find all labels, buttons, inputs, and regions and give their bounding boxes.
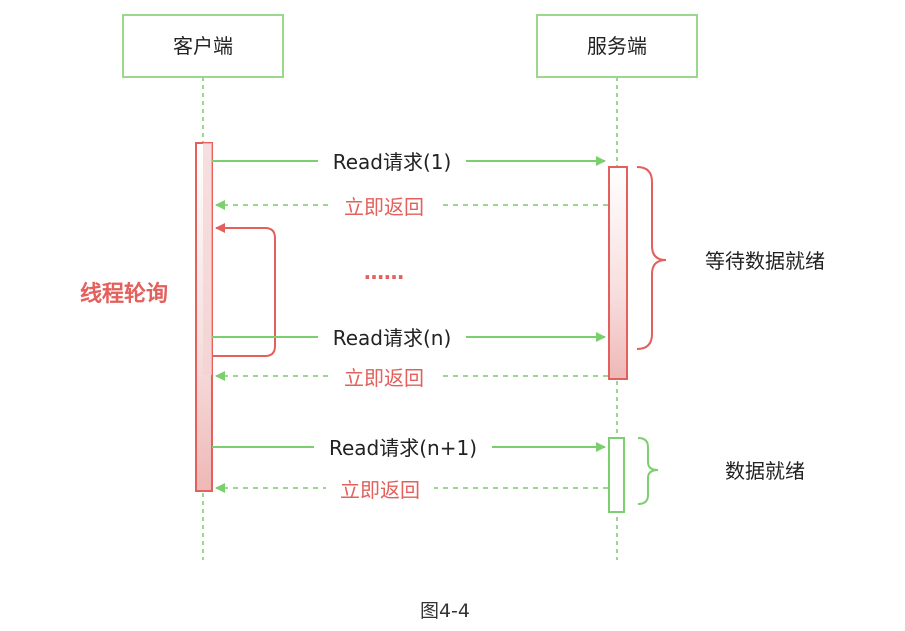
participant-client-label: 客户端 bbox=[173, 34, 233, 58]
polling-loop-arrow bbox=[212, 223, 276, 357]
request-1-label-bg bbox=[318, 147, 466, 175]
return-1-label-bg bbox=[330, 193, 438, 219]
participant-server-label: 服务端 bbox=[587, 34, 647, 58]
participant-server: 服务端 bbox=[536, 14, 698, 78]
request-n1-label: Read请求(n+1) bbox=[329, 436, 477, 460]
server-activation-waiting bbox=[608, 166, 628, 380]
request-n1-label-bg bbox=[314, 433, 492, 461]
client-activation-inner bbox=[203, 143, 212, 375]
return-1-label: 立即返回 bbox=[344, 195, 424, 219]
polling-label: 线程轮询 bbox=[80, 281, 168, 307]
return-n1-label: 立即返回 bbox=[340, 478, 420, 502]
figure-caption: 图4-4 bbox=[420, 600, 470, 622]
waiting-label: 等待数据就绪 bbox=[705, 249, 825, 273]
waiting-brace bbox=[636, 166, 667, 350]
ready-brace bbox=[637, 437, 659, 505]
return-n-label: 立即返回 bbox=[344, 366, 424, 390]
request-1-label: Read请求(1) bbox=[333, 150, 452, 174]
return-n1-label-bg bbox=[326, 476, 434, 502]
participant-client: 客户端 bbox=[122, 14, 284, 78]
return-n-label-bg bbox=[330, 364, 438, 390]
request-n-label: Read请求(n) bbox=[333, 326, 452, 350]
ready-label: 数据就绪 bbox=[725, 459, 805, 483]
request-n-label-bg bbox=[318, 323, 466, 351]
server-activation-ready bbox=[608, 437, 625, 513]
ellipsis: …… bbox=[364, 260, 404, 284]
